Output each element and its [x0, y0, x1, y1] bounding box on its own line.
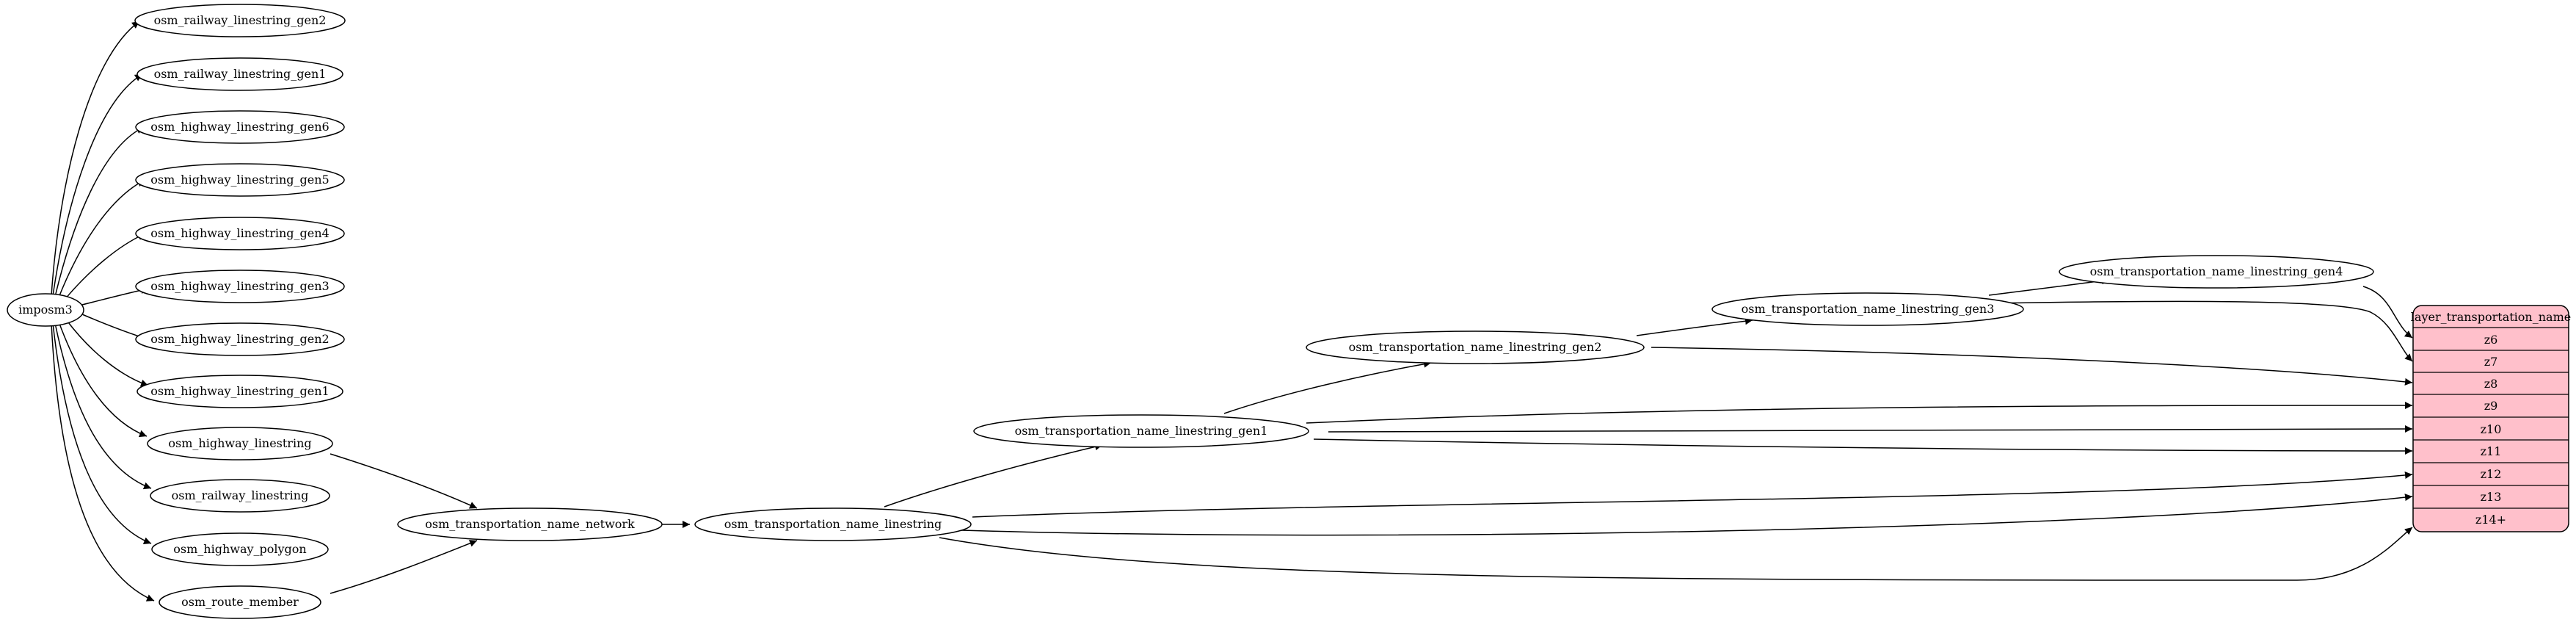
edge-gen1-to-gen2 — [1223, 360, 1432, 414]
record-field-z13: z13 — [2481, 490, 2502, 504]
node-label-osm-transportation-name-linestring: osm_transportation_name_linestring — [724, 517, 942, 531]
node-osm-highway-linestring-gen4[interactable]: osm_highway_linestring_gen4 — [135, 217, 345, 250]
edge-highway-linestring-to-network — [330, 453, 478, 509]
edge-linestring-to-gen1 — [884, 443, 1103, 507]
edge-imposm3-to-highway-gen4 — [64, 233, 146, 300]
node-label-osm-highway-polygon: osm_highway_polygon — [173, 542, 306, 556]
node-osm-highway-linestring-gen2[interactable]: osm_highway_linestring_gen2 — [135, 322, 345, 356]
node-label-imposm3: imposm3 — [18, 303, 73, 317]
node-osm-transportation-name-linestring-gen2[interactable]: osm_transportation_name_linestring_gen2 — [1306, 330, 1645, 364]
edge-imposm3-to-highway-gen1 — [65, 319, 149, 387]
node-label-osm-highway-linestring-gen5: osm_highway_linestring_gen5 — [150, 173, 329, 187]
node-label-osm-highway-linestring-gen3: osm_highway_linestring_gen3 — [150, 279, 329, 293]
edge-gen1-to-z9 — [1306, 402, 2413, 424]
node-label-osm-railway-linestring: osm_railway_linestring — [172, 488, 309, 502]
edge-linestring-to-z12 — [972, 471, 2413, 518]
node-label-osm-route-member: osm_route_member — [181, 595, 299, 609]
edge-gen2-to-gen3 — [1636, 317, 1753, 336]
node-label-osm-railway-linestring-gen1: osm_railway_linestring_gen1 — [154, 67, 327, 81]
edge-imposm3-to-highway-linestring — [58, 321, 148, 438]
edge-imposm3-to-highway-gen6 — [54, 126, 145, 297]
node-label-osm-railway-linestring-gen2: osm_railway_linestring_gen2 — [154, 13, 327, 27]
record-field-z9: z9 — [2484, 399, 2498, 413]
node-label-osm-transportation-name-linestring-gen4: osm_transportation_name_linestring_gen4 — [2090, 264, 2343, 278]
node-osm-railway-linestring-gen1[interactable]: osm_railway_linestring_gen1 — [137, 57, 343, 91]
node-osm-highway-linestring-gen1[interactable]: osm_highway_linestring_gen1 — [137, 375, 343, 408]
edge-route-member-to-network — [330, 540, 478, 594]
edge-gen3-to-z7 — [1937, 300, 2413, 362]
record-field-z14plus: z14+ — [2475, 513, 2506, 527]
node-label-osm-transportation-name-network: osm_transportation_name_network — [425, 517, 635, 531]
node-osm-highway-polygon[interactable]: osm_highway_polygon — [151, 532, 329, 566]
node-label-osm-highway-linestring-gen4: osm_highway_linestring_gen4 — [150, 226, 329, 240]
record-title: layer_transportation_name — [2411, 310, 2571, 324]
nodes: imposm3 osm_railway_linestring_gen2 osm_… — [7, 4, 2374, 619]
edge-gen1-to-z10 — [1328, 425, 2413, 433]
record-field-z6: z6 — [2484, 333, 2498, 347]
node-osm-railway-linestring-gen2[interactable]: osm_railway_linestring_gen2 — [134, 4, 346, 37]
node-imposm3[interactable]: imposm3 — [7, 293, 84, 327]
node-label-osm-highway-linestring-gen1: osm_highway_linestring_gen1 — [150, 384, 329, 398]
edge-gen3-to-gen4 — [1988, 277, 2110, 296]
node-osm-highway-linestring[interactable]: osm_highway_linestring — [147, 427, 333, 460]
node-label-osm-transportation-name-linestring-gen3: osm_transportation_name_linestring_gen3 — [1742, 302, 1995, 316]
node-label-osm-highway-linestring-gen6: osm_highway_linestring_gen6 — [150, 120, 329, 134]
node-label-osm-transportation-name-linestring-gen1: osm_transportation_name_linestring_gen1 — [1015, 424, 1268, 438]
record-field-z7: z7 — [2484, 355, 2498, 369]
edge-linestring-to-z14plus — [939, 527, 2413, 581]
layer-transportation-name-record[interactable]: layer_transportation_name z6 z7 z8 z9 z1… — [2411, 305, 2571, 532]
node-osm-transportation-name-linestring-gen1[interactable]: osm_transportation_name_linestring_gen1 — [973, 414, 1309, 448]
edge-imposm3-to-railway-linestring — [54, 322, 152, 490]
record-field-z11: z11 — [2481, 444, 2502, 458]
node-label-osm-transportation-name-linestring-gen2: osm_transportation_name_linestring_gen2 — [1349, 340, 1602, 354]
node-osm-highway-linestring-gen6[interactable]: osm_highway_linestring_gen6 — [135, 110, 345, 144]
node-osm-railway-linestring[interactable]: osm_railway_linestring — [150, 479, 330, 513]
node-osm-transportation-name-network[interactable]: osm_transportation_name_network — [397, 507, 663, 541]
node-label-osm-highway-linestring: osm_highway_linestring — [168, 436, 311, 450]
edge-imposm3-to-railway-gen1 — [52, 73, 143, 297]
edge-linestring-to-z13 — [961, 494, 2413, 536]
record-box — [2412, 305, 2569, 532]
record-field-z8: z8 — [2484, 377, 2498, 391]
edge-imposm3-to-highway-gen5 — [58, 179, 145, 298]
node-osm-highway-linestring-gen3[interactable]: osm_highway_linestring_gen3 — [135, 270, 345, 303]
node-osm-transportation-name-linestring[interactable]: osm_transportation_name_linestring — [694, 507, 972, 541]
edge-imposm3-to-highway-gen3 — [81, 286, 149, 306]
edge-imposm3-to-route-member — [51, 322, 155, 601]
node-osm-route-member[interactable]: osm_route_member — [159, 585, 321, 619]
record-field-z10: z10 — [2481, 422, 2502, 436]
record-field-z12: z12 — [2481, 467, 2502, 481]
edge-imposm3-to-highway-polygon — [52, 322, 152, 544]
edge-imposm3-to-railway-gen2 — [51, 21, 140, 297]
node-label-osm-highway-linestring-gen2: osm_highway_linestring_gen2 — [150, 332, 329, 346]
edge-gen1-to-z11 — [1313, 438, 2413, 455]
node-osm-highway-linestring-gen5[interactable]: osm_highway_linestring_gen5 — [135, 163, 345, 197]
edges — [51, 21, 2413, 601]
node-osm-transportation-name-linestring-gen4[interactable]: osm_transportation_name_linestring_gen4 — [2059, 255, 2374, 289]
edge-gen2-to-z8 — [1651, 347, 2413, 386]
node-osm-transportation-name-linestring-gen3[interactable]: osm_transportation_name_linestring_gen3 — [1711, 292, 2024, 326]
edge-gen4-to-z6 — [2362, 286, 2413, 339]
